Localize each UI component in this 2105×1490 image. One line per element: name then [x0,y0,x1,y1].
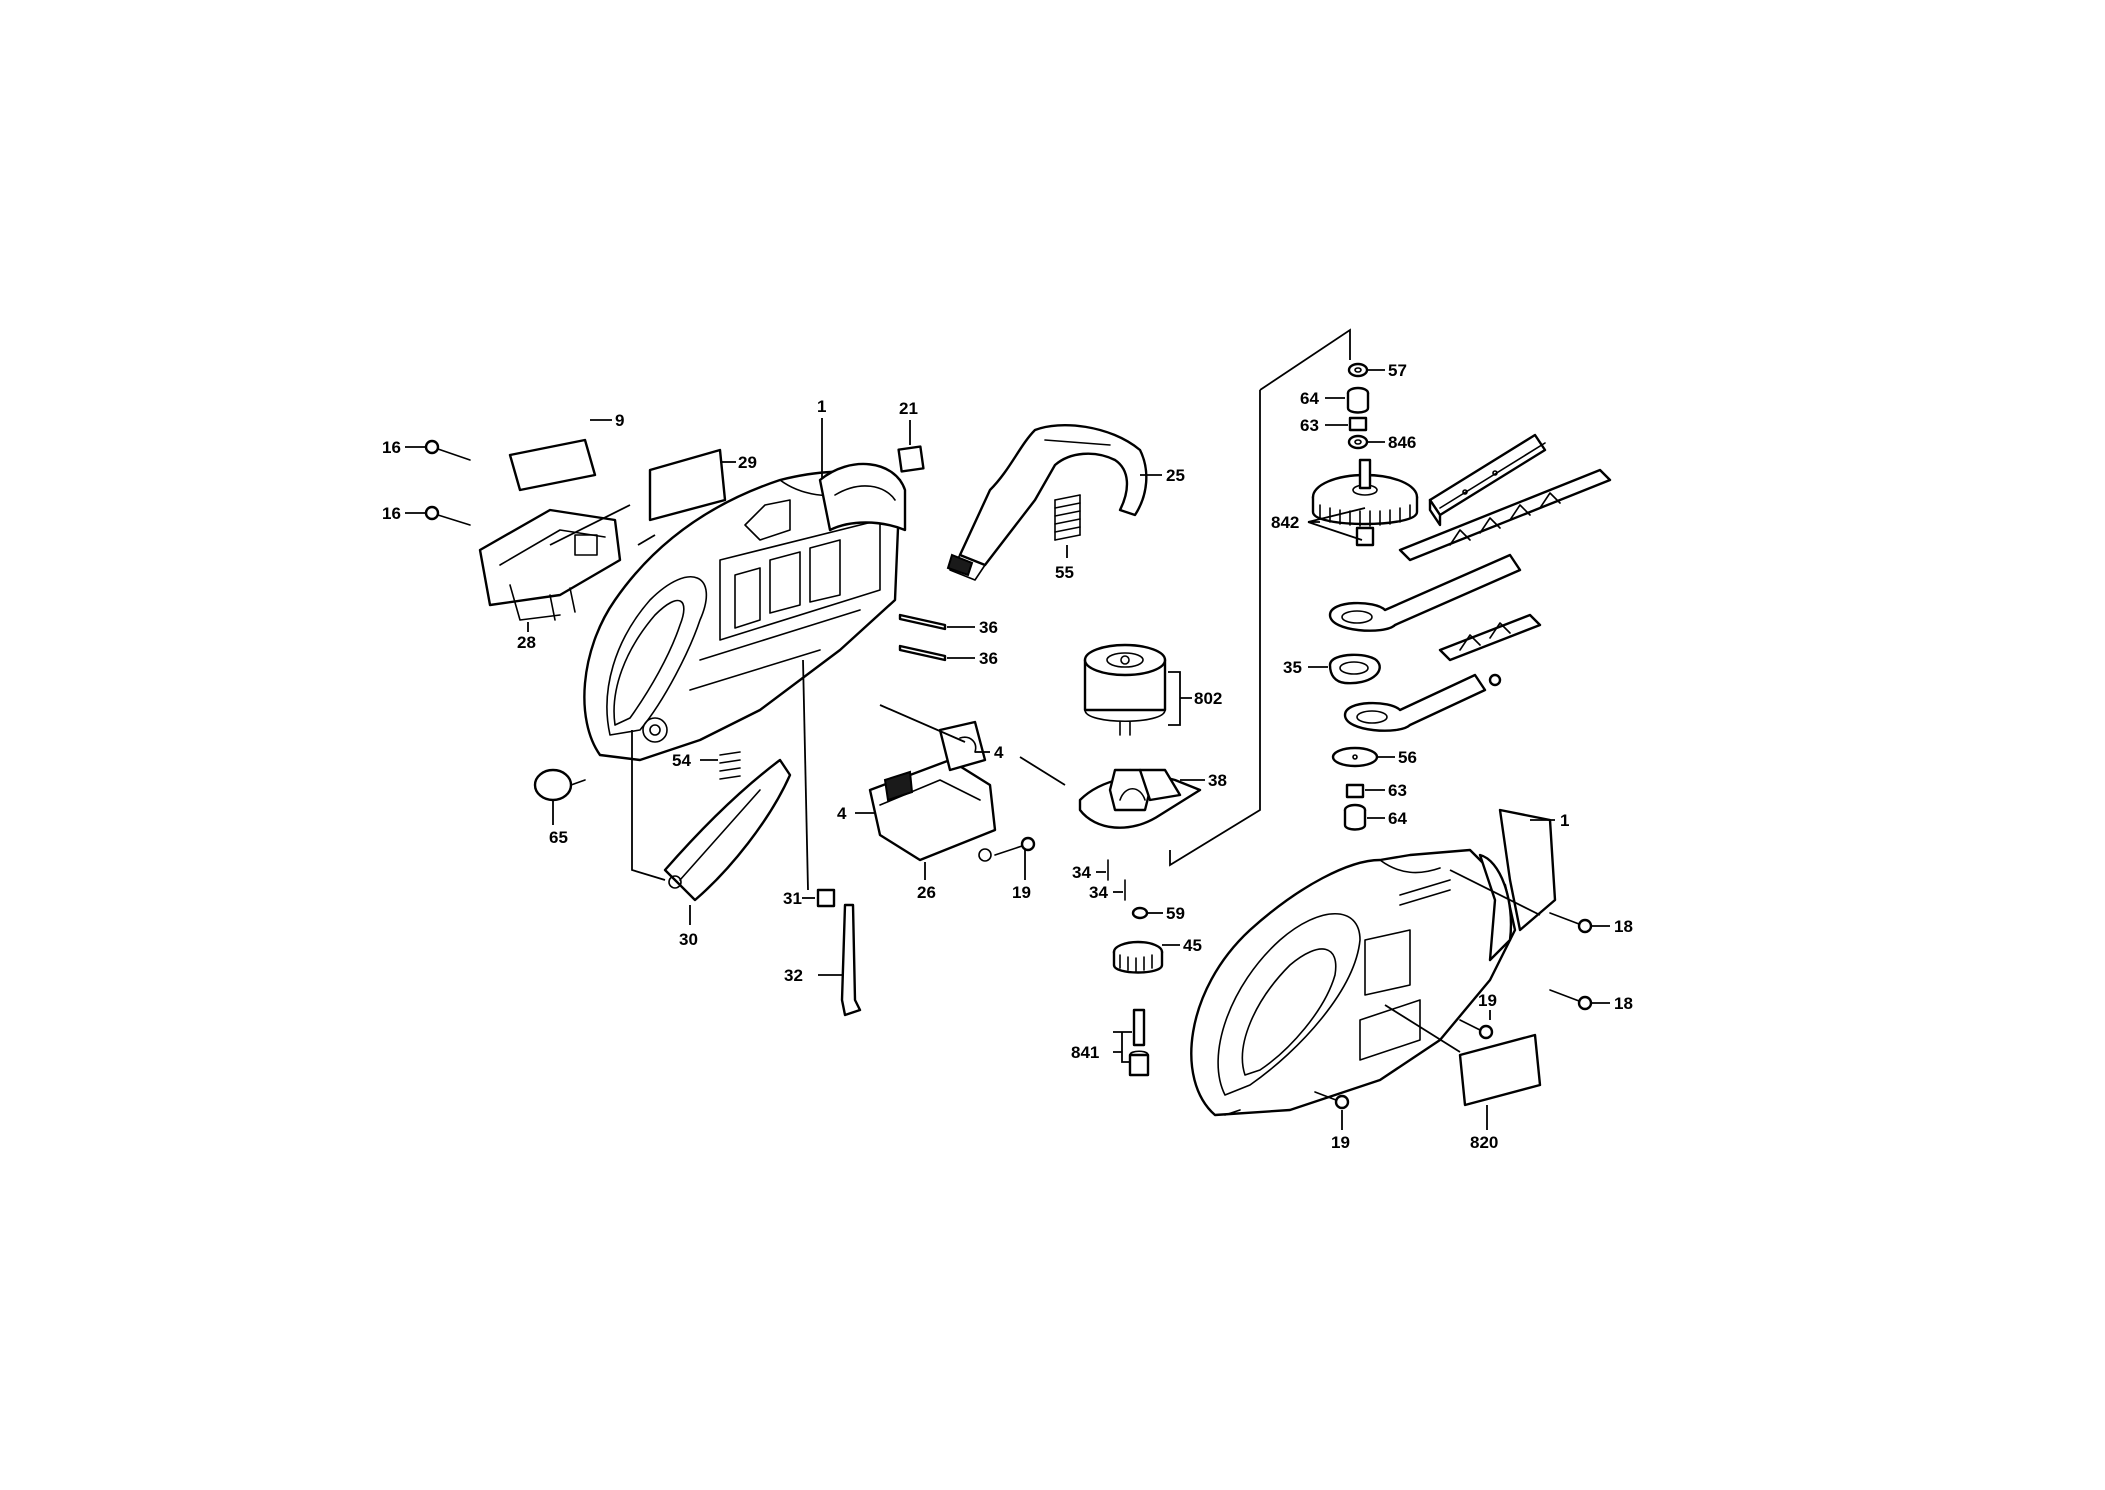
label-820 [1458,1033,1542,1107]
screw-16-lower [424,505,471,526]
callout-55: 55 [1055,563,1074,582]
callout-54: 54 [672,751,691,770]
callout-34-upper: 34 [1072,863,1091,882]
callout-36-upper: 36 [979,618,998,637]
shaft-841 [1128,1008,1150,1077]
washer-59 [1131,906,1149,920]
callout-1-right: 1 [1560,811,1569,830]
callout-59: 59 [1166,904,1185,923]
washer-846 [1347,434,1369,450]
pinion-45 [1112,940,1164,974]
callout-labels: 16 16 9 29 1 21 25 55 28 36 36 4 4 54 65… [382,361,1633,1152]
callout-4-upper: 4 [994,743,1004,762]
callout-35: 35 [1283,658,1302,677]
callout-19-right: 19 [1478,991,1497,1010]
callout-31: 31 [783,889,802,908]
bushing-64-lower [1343,803,1367,831]
callout-846: 846 [1388,433,1416,452]
callout-38: 38 [1208,771,1227,790]
callout-63-lower: 63 [1388,781,1407,800]
blade-bar [1428,433,1547,527]
callout-26: 26 [917,883,936,902]
sleeve-63-upper [1348,416,1368,432]
callout-64-lower: 64 [1388,809,1407,828]
screw-19-bottom [1314,1091,1350,1110]
gear-842 [1311,458,1419,547]
label-29 [648,448,727,522]
pin-36-upper [898,613,947,631]
screw-16-upper [424,439,471,461]
callout-16-upper: 16 [382,438,401,457]
callout-63-upper: 63 [1300,416,1319,435]
callout-64-upper: 64 [1300,389,1319,408]
label-9 [508,438,597,492]
callout-21: 21 [899,399,918,418]
callout-32: 32 [784,966,803,985]
end-cap-28 [478,508,622,621]
washer-57 [1347,362,1369,378]
washer-56 [1331,746,1379,768]
right-housing-cover [1190,808,1557,1117]
callout-820: 820 [1470,1133,1498,1152]
screw-19-right [1459,1019,1494,1040]
callout-18-upper: 18 [1614,917,1633,936]
housing-top-shroud [818,462,907,532]
rear-handle-25 [946,424,1148,581]
callout-57: 57 [1388,361,1407,380]
callout-34-lower: 34 [1089,883,1108,902]
callout-56: 56 [1398,748,1417,767]
callout-28: 28 [517,633,536,652]
callout-19-mid: 19 [1012,883,1031,902]
pin-36-lower [898,644,947,662]
guard-30 [663,758,792,902]
switch-assembly-26 [868,720,997,862]
cutter-blades [1328,468,1612,732]
bracket-32 [840,903,862,1017]
screw-18-upper [1549,912,1593,934]
motor-mount-38 [1078,768,1202,829]
callout-4-lower: 4 [837,804,847,823]
callout-19-bottom: 19 [1331,1133,1350,1152]
callout-802: 802 [1194,689,1222,708]
callout-16-lower: 16 [382,504,401,523]
motor-802 [1083,643,1167,736]
screw-18-lower [1549,989,1593,1011]
callout-18-lower: 18 [1614,994,1633,1013]
callout-1-left: 1 [817,397,826,416]
callout-25: 25 [1166,466,1185,485]
knob-65 [533,768,586,802]
callout-30: 30 [679,930,698,949]
sleeve-63-lower [1345,783,1365,799]
callout-29: 29 [738,453,757,472]
callout-45: 45 [1183,936,1202,955]
callout-842: 842 [1271,513,1299,532]
callout-36-lower: 36 [979,649,998,668]
nut-31 [816,888,836,908]
callout-9: 9 [615,411,624,430]
leader-lines [405,328,1610,1130]
gasket-35 [1328,653,1381,685]
screw-19-mid [994,836,1036,856]
callout-65: 65 [549,828,568,847]
clip-21 [897,445,925,473]
callout-841: 841 [1071,1043,1099,1062]
spring-54 [719,751,741,780]
spring-55 [1054,494,1081,541]
bushing-64-upper [1346,386,1370,414]
